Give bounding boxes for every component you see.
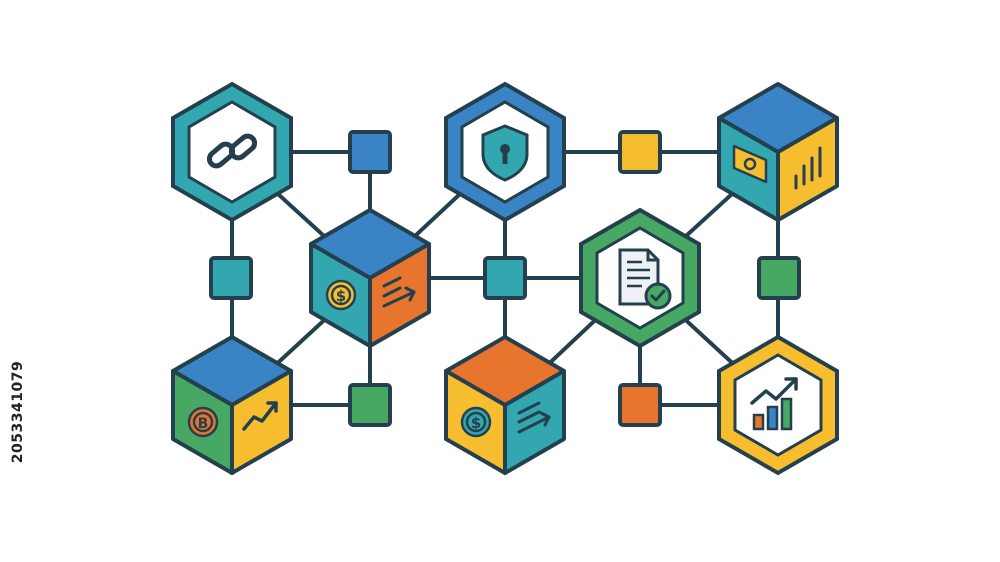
svg-text:$: $ [471, 414, 481, 432]
document-check-icon [618, 248, 672, 310]
square-bottom-2 [618, 383, 662, 427]
banknote-icon [732, 144, 768, 184]
list-arrow-icon [517, 401, 551, 434]
hex-document [579, 208, 701, 348]
growth-chart-icon [750, 377, 798, 431]
shield-lock-icon [481, 124, 529, 182]
bitcoin-coin-icon [187, 406, 219, 438]
hex-chain [171, 82, 293, 222]
square-top-2 [618, 130, 662, 174]
dollar-coin-icon [325, 279, 357, 311]
cube-money-chart [717, 82, 839, 222]
svg-text:B: B [198, 416, 209, 432]
square-mid-left [209, 256, 253, 300]
cube-coin-transfer: $ [309, 208, 431, 348]
connector-squares [209, 130, 801, 427]
square-mid-right [757, 256, 801, 300]
svg-text:$: $ [336, 287, 346, 305]
bar-chart-icon [794, 146, 822, 190]
square-top-1 [348, 130, 392, 174]
cube-coin-list: $ [444, 335, 566, 475]
square-bottom-1 [348, 383, 392, 427]
square-mid-center [483, 256, 527, 300]
hex-shield [444, 82, 566, 222]
chain-link-icon [206, 133, 258, 169]
transfer-arrow-icon [382, 276, 416, 308]
cube-bitcoin-growth: B [171, 335, 293, 475]
hex-growth [717, 335, 839, 475]
stock-id-watermark: 2053341079 [8, 312, 28, 512]
dollar-coin-icon [460, 406, 492, 438]
stock-id-text: 2053341079 [10, 360, 27, 464]
trend-arrow-icon [242, 401, 278, 431]
